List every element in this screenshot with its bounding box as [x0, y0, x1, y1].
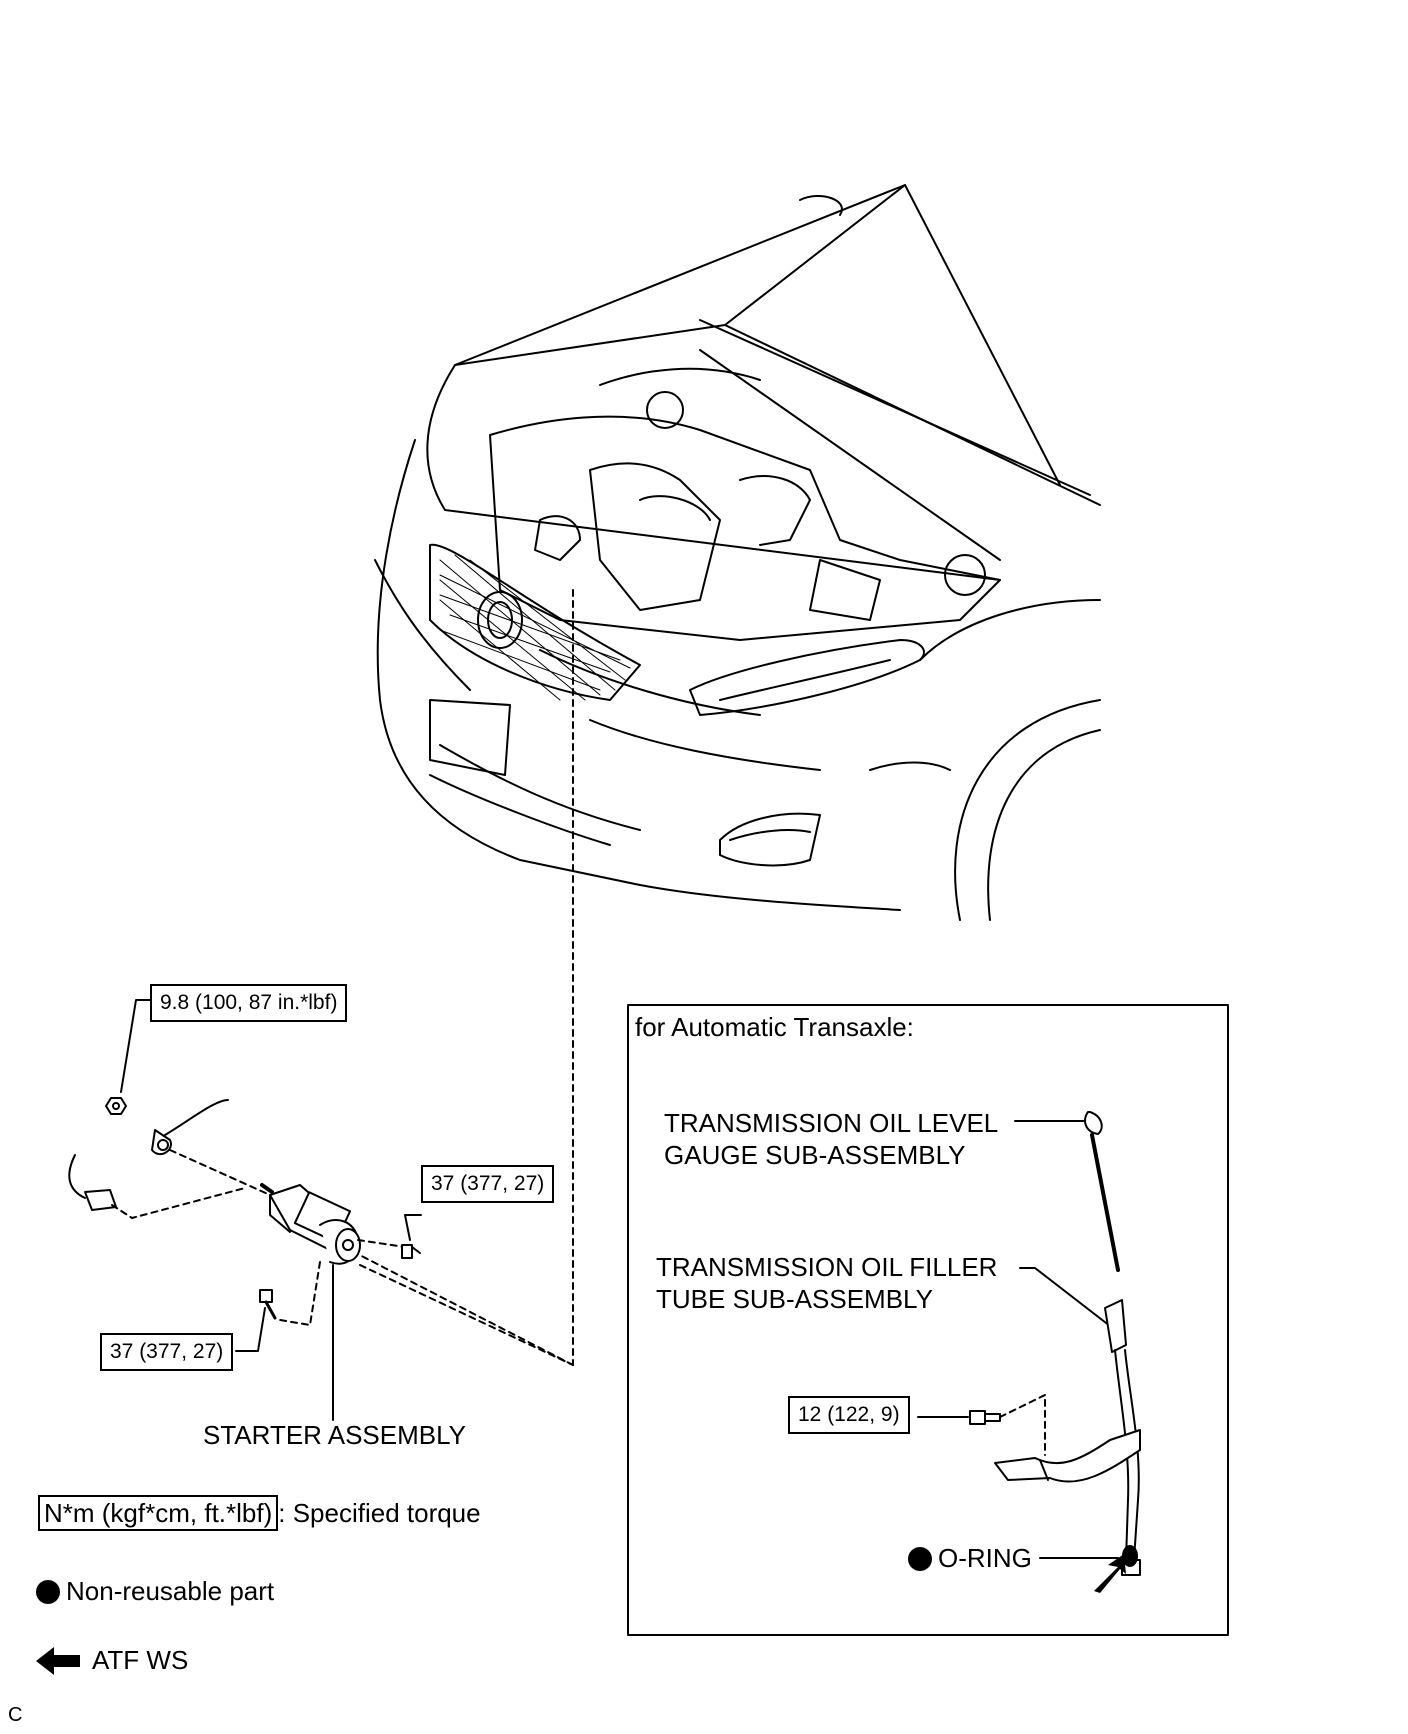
- oil-filler-tube-label-line2: TUBE SUB-ASSEMBLY: [656, 1284, 933, 1314]
- non-reusable-dot-icon: [36, 1580, 60, 1604]
- inset-title: for Automatic Transaxle:: [635, 1012, 914, 1042]
- inset-frame: [627, 1004, 1229, 1636]
- dipstick-illustration: [1014, 1111, 1120, 1272]
- o-ring-label: O-RING: [908, 1543, 1032, 1573]
- torque-box-starter-bolt-right: 37 (377, 27): [421, 1165, 555, 1203]
- legend-torque-desc: : Specified torque: [278, 1498, 481, 1528]
- legend-torque: N*m (kgf*cm, ft.*lbf): Specified torque: [38, 1495, 481, 1531]
- torque-box-starter-bolt-left: 37 (377, 27): [100, 1333, 234, 1371]
- legend-atf: ATF WS: [36, 1645, 188, 1675]
- torque-box-cable-nut: 9.8 (100, 87 in.*lbf): [150, 984, 348, 1022]
- atf-apply-arrow-icon: [1094, 1554, 1126, 1593]
- atf-arrow-icon: [36, 1647, 80, 1675]
- legend-torque-unit-box: N*m (kgf*cm, ft.*lbf): [38, 1495, 279, 1531]
- vehicle-front-illustration: [374, 184, 1101, 921]
- starter-assembly-label: STARTER ASSEMBLY: [203, 1420, 466, 1450]
- torque-box-filler-tube-bolt: 12 (122, 9): [788, 1396, 910, 1434]
- legend-non-reusable: Non-reusable part: [36, 1576, 274, 1606]
- oil-level-gauge-label-line1: TRANSMISSION OIL LEVEL: [664, 1108, 999, 1138]
- filler-tube-illustration: [917, 1267, 1141, 1576]
- non-reusable-dot-icon: [908, 1547, 932, 1571]
- corner-mark: C: [8, 1704, 23, 1726]
- oil-level-gauge-label-line2: GAUGE SUB-ASSEMBLY: [664, 1140, 966, 1170]
- oil-filler-tube-label-line1: TRANSMISSION OIL FILLER: [656, 1252, 998, 1282]
- starter-assembly-illustration: [68, 999, 574, 1421]
